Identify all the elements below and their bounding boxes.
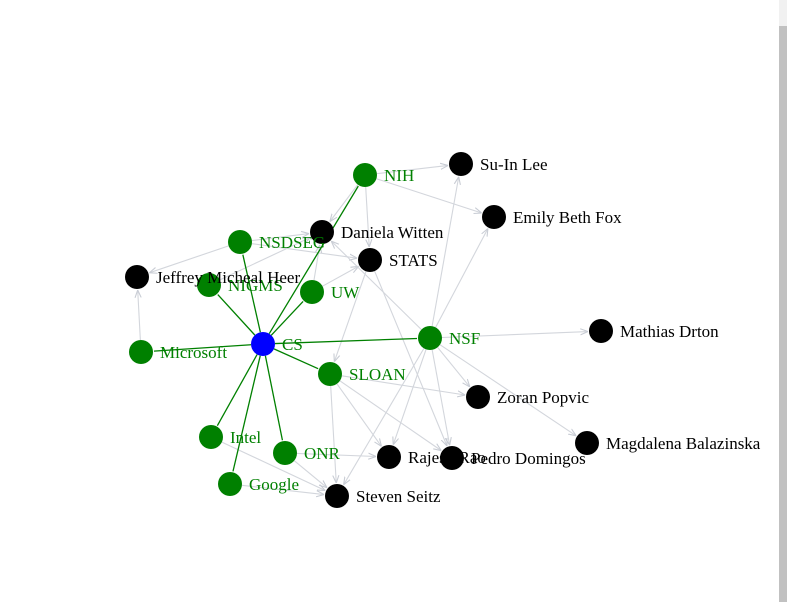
node-label-su-in-lee: Su-In Lee [480,155,548,174]
node-label-rajesh-rao: Rajesh Rao [408,448,486,467]
edge-cs-to-uw [270,301,304,336]
edge-nsdseg-to-danielawitten [251,234,309,242]
edge-nigms-to-danielawitten [219,238,310,281]
edge-sloan-to-zoranpopvic [341,375,465,395]
node-jeffrey-micheal-heer[interactable] [125,265,149,289]
edge-nsf-to-danielawitten [331,241,422,330]
edge-microsoft-to-jeffreyheer [138,290,141,341]
node-cs[interactable] [251,332,275,356]
vertical-scrollbar[interactable] [779,0,787,602]
node-steven-seitz[interactable] [325,484,349,508]
node-rajesh-rao[interactable] [377,445,401,469]
node-label-nih: NIH [384,166,414,185]
node-su-in-lee[interactable] [449,152,473,176]
node-daniela-witten[interactable] [310,220,334,244]
edge-nsdseg-to-stats [251,243,357,259]
edge-stats-to-pedrodomingos [374,270,447,446]
edge-layer [138,165,588,494]
node-label-emily-beth-fox: Emily Beth Fox [513,208,622,227]
edge-cs-to-nsf [274,337,418,345]
node-zoran-popvic[interactable] [466,385,490,409]
node-uw[interactable] [300,280,324,304]
edge-nih-to-emilybethfox [376,178,481,213]
node-label-sloan: SLOAN [349,365,406,384]
node-label-nsf: NSF [449,329,480,348]
edge-nsf-to-magdalenabalazinska [439,344,576,436]
edge-sloan-to-stevenseitz [330,385,337,483]
node-label-nigms: NIGMS [228,276,283,295]
node-label-daniela-witten: Daniela Witten [341,223,444,242]
edge-onr-to-stevenseitz [293,460,327,488]
node-label-pedro-domingos: Pedro Domingos [471,449,586,468]
scrollbar-thumb[interactable] [779,26,787,602]
edge-nih-to-stats [365,186,370,247]
label-layer: CS NIH NSDSEG NIGMS UW Microsoft NSF SLOAN Intel… [156,155,761,506]
node-nih[interactable] [353,163,377,187]
node-label-onr: ONR [304,444,341,463]
edge-sloan-to-rajeshrao [336,383,382,447]
edge-google-to-stevenseitz [241,484,324,494]
node-nigms[interactable] [197,273,221,297]
edge-cs-to-microsoft [153,344,252,352]
node-label-intel: Intel [230,428,261,447]
node-label-nsdseg: NSDSEG [259,233,325,252]
node-onr[interactable] [273,441,297,465]
edge-stats-to-sloan [334,271,367,361]
edge-nsf-to-emilybethfox [435,228,488,328]
edge-cs-to-intel [216,354,258,426]
node-label-stats: STATS [389,251,438,270]
node-label-magdalena-balazinska: Magdalena Balazinska [606,434,761,453]
edge-sloan-to-pedrodomingos [339,380,441,451]
node-label-cs: CS [282,335,303,354]
node-emily-beth-fox[interactable] [482,205,506,229]
edge-onr-to-rajeshrao [296,453,376,456]
edge-nsf-to-stevenseitz [344,348,425,484]
edge-cs-to-nigms [217,294,256,336]
node-nsdseg[interactable] [228,230,252,254]
node-label-zoran-popvic: Zoran Popvic [497,388,590,407]
node-mathias-drton[interactable] [589,319,613,343]
edge-cs-to-google [232,355,261,472]
edge-cs-to-onr [264,355,284,441]
edge-nsf-to-rajeshrao [393,349,427,444]
edge-nsf-to-pedrodomingos [431,349,449,445]
edge-intel-to-stevenseitz [221,441,325,490]
edge-nih-to-danielawitten [330,184,359,222]
edge-uw-to-stats [322,266,359,287]
edge-nsf-to-suinlee [431,177,459,327]
edge-cs-to-nsdseg [242,254,261,333]
node-label-mathias-drton: Mathias Drton [620,322,719,341]
node-google[interactable] [218,472,242,496]
node-microsoft[interactable] [129,340,153,364]
edge-cs-to-sloan [273,348,319,370]
node-intel[interactable] [199,425,223,449]
node-sloan[interactable] [318,362,342,386]
node-stats[interactable] [358,248,382,272]
edge-nih-to-suinlee [376,165,448,175]
node-pedro-domingos[interactable] [440,446,464,470]
node-label-uw: UW [331,283,360,302]
node-nsf[interactable] [418,326,442,350]
edge-nsf-to-mathiasdrton [441,332,588,339]
edge-nsf-to-zoranpopvic [437,346,470,387]
node-label-google: Google [249,475,299,494]
node-magdalena-balazinska[interactable] [575,431,599,455]
node-label-steven-seitz: Steven Seitz [356,487,441,506]
edge-nsdseg-to-jeffreyheer [149,245,229,273]
node-label-jeffrey-micheal-heer: Jeffrey Micheal Heer [156,268,300,287]
node-label-microsoft: Microsoft [160,343,227,362]
edge-cs-to-nih [268,185,359,335]
node-layer [125,152,613,508]
